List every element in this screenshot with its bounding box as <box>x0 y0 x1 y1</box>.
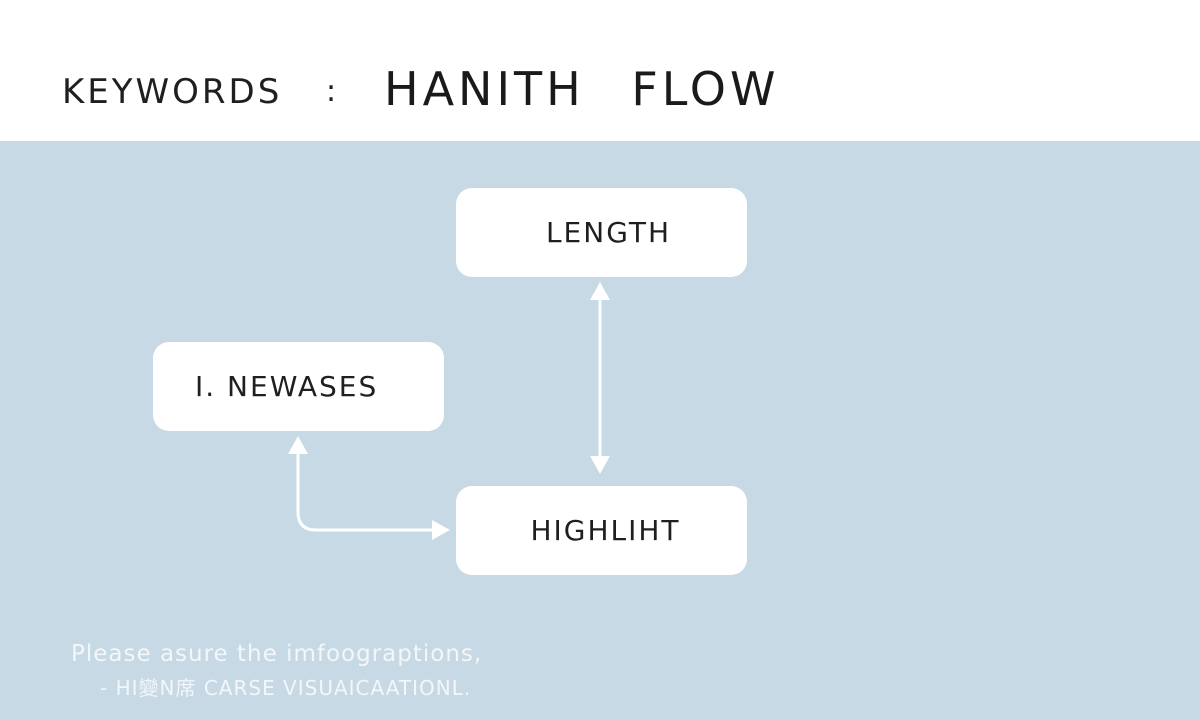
node-highliht-label: HIGHLIHT <box>530 514 681 547</box>
connector-newases-highliht <box>296 448 438 532</box>
footnote-line-1: Please asure the imfoograptions, <box>71 641 483 667</box>
node-highliht: HIGHLIHT <box>456 486 747 575</box>
arrowhead-up-newases <box>288 436 308 454</box>
page-title: HANITH FLOW <box>384 62 780 116</box>
keywords-label: KEYWORDS <box>62 72 283 112</box>
node-newases: I. NEWASES <box>153 342 444 431</box>
node-newases-label: I. NEWASES <box>195 370 379 403</box>
keywords-separator: : <box>326 74 337 109</box>
footnote-line-2: - HI變N席 CARSE VISUAICAATIONL. <box>100 676 472 700</box>
node-length: LENGTH <box>456 188 747 277</box>
arrowhead-right-highliht <box>432 520 450 540</box>
arrowhead-down-highliht <box>590 456 610 474</box>
arrowhead-up-length <box>590 282 610 300</box>
header-bar: KEYWORDS : HANITH FLOW <box>0 0 1200 141</box>
node-length-label: LENGTH <box>545 216 672 249</box>
